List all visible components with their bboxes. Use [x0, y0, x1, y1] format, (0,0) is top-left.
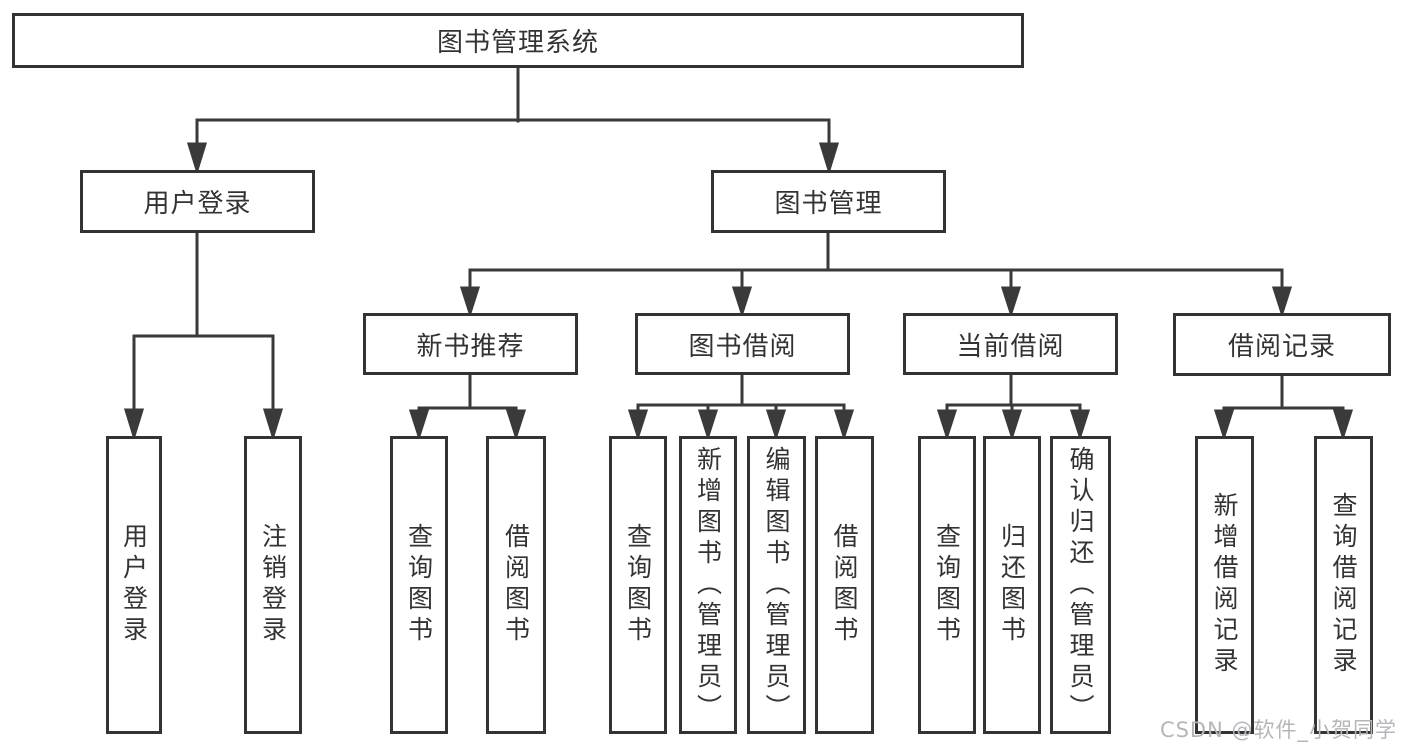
node-label: 查询图书: [623, 523, 653, 647]
node-label: 用户登录: [119, 523, 149, 647]
leaf-add-books-admin: 新增图书（管理员）: [679, 436, 737, 734]
leaf-query-books-recommend: 查询图书: [390, 436, 448, 734]
node-book-management: 图书管理: [711, 170, 946, 233]
leaf-return-books: 归还图书: [983, 436, 1041, 734]
node-label: 新书推荐: [416, 331, 525, 362]
node-label: 新增图书（管理员）: [693, 445, 723, 725]
node-label: 借阅图书: [501, 523, 531, 647]
csdn-watermark: CSDN @软件_小贺同学: [1159, 718, 1397, 742]
node-new-book-recommend: 新书推荐: [363, 313, 578, 375]
node-label: 图书管理: [774, 189, 883, 219]
node-label: 借阅图书: [830, 523, 859, 647]
node-label: 用户登录: [143, 189, 252, 219]
node-borrow-records: 借阅记录: [1173, 313, 1391, 376]
node-label: 查询借阅记录: [1329, 492, 1358, 678]
node-label: 图书管理系统: [436, 28, 599, 58]
node-label: 新增借阅记录: [1210, 492, 1239, 678]
leaf-query-books-current: 查询图书: [918, 436, 976, 734]
node-label: 编辑图书（管理员）: [762, 445, 791, 725]
leaf-user-login: 用户登录: [106, 436, 162, 734]
leaf-edit-books-admin: 编辑图书（管理员）: [747, 436, 806, 734]
node-book-borrow: 图书借阅: [635, 313, 850, 375]
node-current-borrow: 当前借阅: [903, 313, 1118, 375]
leaf-confirm-return-admin: 确认归还（管理员）: [1050, 436, 1111, 734]
leaf-borrow-books: 借阅图书: [815, 436, 874, 734]
node-user-login: 用户登录: [80, 170, 315, 233]
node-label: 注销登录: [258, 523, 288, 647]
node-root-library-system: 图书管理系统: [12, 13, 1024, 68]
node-label: 图书借阅: [688, 331, 797, 362]
leaf-borrow-books-recommend: 借阅图书: [486, 436, 546, 734]
node-label: 当前借阅: [956, 331, 1065, 362]
node-label: 借阅记录: [1227, 332, 1336, 362]
leaf-query-books-borrow: 查询图书: [609, 436, 667, 734]
node-label: 查询图书: [404, 523, 434, 647]
node-label: 归还图书: [997, 523, 1027, 647]
node-label: 查询图书: [932, 523, 962, 647]
leaf-logout: 注销登录: [244, 436, 302, 734]
node-label: 确认归还（管理员）: [1066, 445, 1095, 725]
leaf-query-borrow-record: 查询借阅记录: [1314, 436, 1373, 734]
leaf-add-borrow-record: 新增借阅记录: [1195, 436, 1254, 734]
